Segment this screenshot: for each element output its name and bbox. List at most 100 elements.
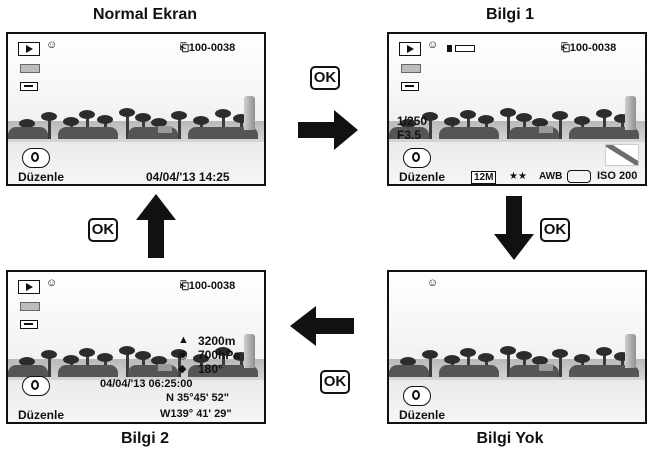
palm-trunk <box>559 355 562 377</box>
shutter-speed: 1/250 <box>397 114 428 128</box>
battery-icon <box>20 302 40 311</box>
palm-frond <box>63 355 79 364</box>
shrub <box>439 365 499 377</box>
white-balance: AWB <box>539 171 563 182</box>
palm-trees <box>389 346 645 377</box>
shrub <box>188 365 258 377</box>
longitude-value: W139° 41' 29" <box>160 408 232 420</box>
house <box>158 126 172 133</box>
face-detect-icon: ☺ <box>46 39 58 51</box>
palm-trunk <box>48 118 51 139</box>
palm-trunk <box>559 117 562 139</box>
aperture-value: F3.5 <box>397 128 422 142</box>
palm-frond <box>444 355 460 364</box>
shrub <box>389 365 429 377</box>
lighthouse-tower <box>244 334 255 368</box>
palm-frond <box>193 116 209 125</box>
ok-button-top[interactable]: OK <box>310 66 340 90</box>
palm-trunk <box>48 356 51 377</box>
beach-band <box>8 142 264 184</box>
file-number: ⎗100-0038 <box>561 42 617 54</box>
palm-frond <box>552 349 568 358</box>
shrub <box>58 127 118 139</box>
screen-bilgi-1: ☺ ⎗100-0038 1/250 F3.5 Düzenle 12M ★★ AW… <box>387 32 647 186</box>
altitude-icon: ▲ <box>178 334 189 346</box>
shrub <box>8 127 48 139</box>
house <box>539 126 553 133</box>
quality-stars: ★★ <box>509 171 527 182</box>
title-bilgi-yok: Bilgi Yok <box>476 430 544 447</box>
ok-button-left[interactable]: OK <box>88 218 118 242</box>
palm-frond <box>500 346 516 355</box>
four-way-dial-icon[interactable] <box>22 376 50 396</box>
date-time: 04/04/'13 14:25 <box>146 170 230 184</box>
palm-frond <box>460 348 476 357</box>
palm-frond <box>532 356 548 365</box>
beach-photo <box>8 34 264 184</box>
play-icon <box>18 280 40 294</box>
edit-label[interactable]: Düzenle <box>18 408 65 422</box>
iso-value: ISO 200 <box>597 170 638 182</box>
palm-trunk <box>126 114 129 139</box>
ok-button-right[interactable]: OK <box>540 218 570 242</box>
title-bilgi-1: Bilgi 1 <box>485 6 534 23</box>
palm-trunk <box>178 355 181 377</box>
battery-icon <box>20 64 40 73</box>
protect-key-icon <box>401 82 419 91</box>
beach-band <box>389 380 645 422</box>
palm-trees <box>389 108 645 139</box>
file-number: ⎗100-0038 <box>180 42 236 54</box>
arrow-up-icon <box>136 194 176 258</box>
shrub <box>389 127 429 139</box>
palm-frond <box>596 347 612 356</box>
palm-frond <box>574 116 590 125</box>
palm-frond <box>215 347 231 356</box>
screen-normal-ekran: ☺ ⎗100-0038 Düzenle 04/04/'13 14:25 <box>6 32 266 186</box>
beach-band <box>389 142 645 184</box>
pressure-value: 700hPa <box>198 348 241 362</box>
ok-button-bottom[interactable]: OK <box>320 370 350 394</box>
palm-frond <box>63 117 79 126</box>
palm-frond <box>151 356 167 365</box>
palm-frond <box>79 348 95 357</box>
palm-frond <box>41 112 57 121</box>
house <box>158 364 172 371</box>
arrow-left-icon <box>290 306 354 346</box>
palm-frond <box>614 114 630 123</box>
palm-frond <box>135 351 151 360</box>
palm-frond <box>119 108 135 117</box>
four-way-dial-icon[interactable] <box>22 148 50 168</box>
palm-frond <box>171 349 187 358</box>
palm-frond <box>97 115 113 124</box>
palm-trees <box>8 108 264 139</box>
lighthouse-tower <box>625 96 636 130</box>
shrub <box>569 365 639 377</box>
palm-trunk <box>126 352 129 377</box>
shrub <box>8 365 48 377</box>
play-icon <box>18 42 40 56</box>
screen-bilgi-2: ☺ ⎗100-0038 ▲ 3200m ◉ 700hPa ◆ 180° 04/0… <box>6 270 266 424</box>
edit-label[interactable]: Düzenle <box>399 408 446 422</box>
palm-frond <box>500 108 516 117</box>
protect-key-icon <box>20 320 38 329</box>
palm-frond <box>151 118 167 127</box>
four-way-dial-icon[interactable] <box>403 386 431 406</box>
beach-band <box>8 380 264 422</box>
palm-frond <box>233 114 249 123</box>
face-detect-icon: ☺ <box>427 277 439 289</box>
palm-frond <box>193 354 209 363</box>
palm-frond <box>97 353 113 362</box>
four-way-dial-icon[interactable] <box>403 148 431 168</box>
lighthouse-tower <box>625 334 636 368</box>
palm-frond <box>574 354 590 363</box>
title-bilgi-2: Bilgi 2 <box>120 430 169 447</box>
palm-frond <box>135 113 151 122</box>
edit-label[interactable]: Düzenle <box>399 170 446 184</box>
palm-frond <box>444 117 460 126</box>
palm-frond <box>552 111 568 120</box>
face-detect-icon: ☺ <box>427 39 439 51</box>
pressure-icon: ◉ <box>178 349 188 361</box>
palm-frond <box>516 351 532 360</box>
palm-frond <box>516 113 532 122</box>
edit-label[interactable]: Düzenle <box>18 170 65 184</box>
